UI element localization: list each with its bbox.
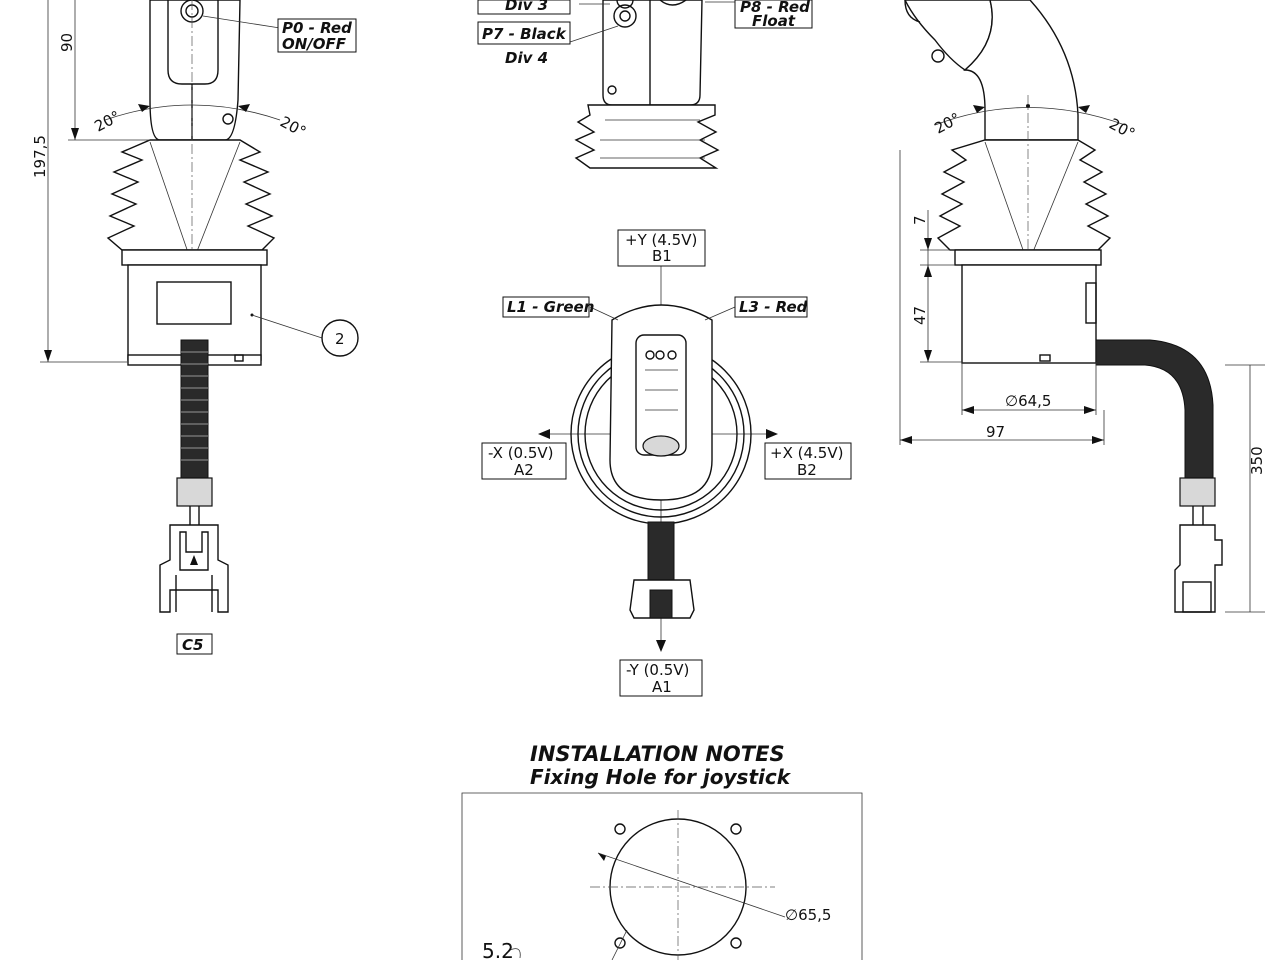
callout-2-label: 2 (335, 330, 345, 348)
installation-title: INSTALLATION NOTES (530, 742, 785, 766)
dim-97: 97 (986, 423, 1005, 441)
dim-diameter-64-5: ∅64,5 (1005, 392, 1051, 410)
angle-side-left: 20° (931, 109, 963, 137)
label-l1: L1 - Green (507, 298, 594, 316)
dim-197-5: 197,5 (31, 135, 49, 178)
label-l3: L3 - Red (739, 298, 808, 316)
side-view (899, 0, 1265, 613)
dim-47: 47 (911, 306, 929, 325)
label-p7: P7 - Black (482, 25, 567, 43)
angle-side-right: 20° (1106, 115, 1138, 143)
dim-5-2: 5.2 (482, 939, 514, 960)
dim-7: 7 (911, 215, 929, 225)
angle-front-left: 20° (91, 107, 123, 135)
handle-detail-view (477, 0, 813, 169)
axis-plus-y-line1: +Y (4.5V) (625, 231, 697, 249)
label-c5: C5 (182, 636, 203, 654)
front-view (40, 0, 359, 655)
label-p8-line1: P8 - Red (740, 0, 810, 16)
axis-plus-x-line1: +X (4.5V) (770, 444, 843, 462)
axis-minus-y-line1: -Y (0.5V) (626, 661, 689, 679)
dim-90: 90 (58, 33, 76, 52)
label-p0-line1: P0 - Red (282, 19, 352, 37)
installation-subtitle: Fixing Hole for joystick (530, 765, 792, 789)
label-div4: Div 4 (505, 49, 548, 67)
top-view (481, 229, 852, 697)
label-p8-line2: Float (752, 12, 796, 30)
label-div3: Div 3 (505, 0, 548, 14)
fixing-hole-diagram (461, 792, 863, 960)
axis-plus-x-line2: B2 (797, 461, 817, 479)
axis-plus-y-line2: B1 (652, 247, 672, 265)
dim-diameter-65-5: ∅65,5 (785, 906, 831, 924)
axis-minus-x-line1: -X (0.5V) (488, 444, 554, 462)
dim-350: 350 (1248, 446, 1266, 475)
label-p0-line2: ON/OFF (282, 35, 347, 53)
axis-minus-y-line2: A1 (652, 678, 672, 696)
angle-front-right: 20° (277, 113, 309, 141)
axis-minus-x-line2: A2 (514, 461, 534, 479)
